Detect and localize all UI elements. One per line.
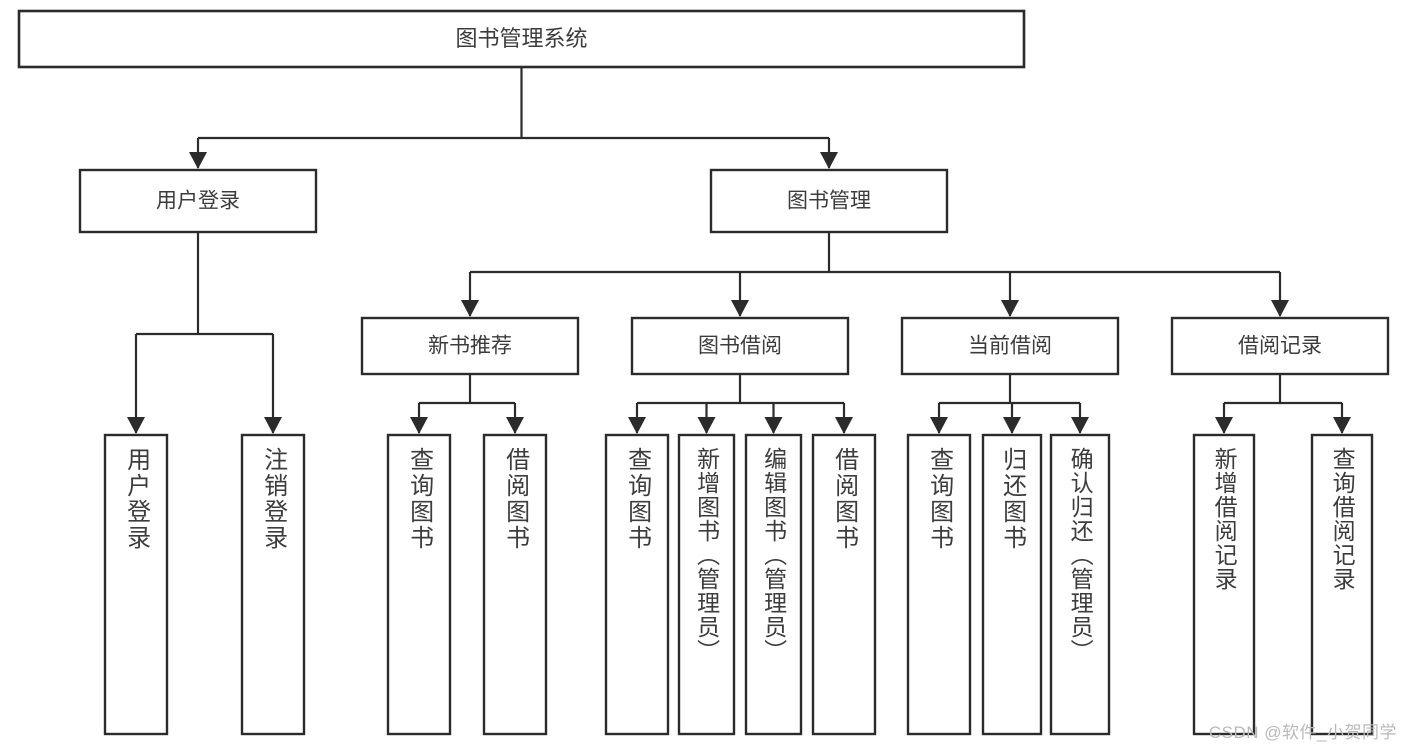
level1-node-用户登录-0-label-0: 用户登录 xyxy=(156,190,240,213)
arrow-head-icon xyxy=(461,300,479,317)
root-node-box-0[interactable] xyxy=(17,9,1026,69)
level2-node-box-借阅记录-3-3[interactable] xyxy=(1170,316,1390,376)
level1-node-box-用户登录-0-0[interactable] xyxy=(78,168,318,234)
leaf-node-box-注销登录-1[interactable] xyxy=(240,433,306,736)
arrow-head-icon xyxy=(189,152,207,169)
connectors-layer xyxy=(127,67,1351,434)
arrow-head-icon xyxy=(506,417,524,434)
leaf-node-box-查询图书-2[interactable] xyxy=(386,433,452,736)
arrow-head-icon xyxy=(697,417,716,434)
arrow-head-icon xyxy=(820,152,838,169)
level2-node-新书推荐-0-label-0: 新书推荐 xyxy=(428,335,512,358)
arrow-head-icon xyxy=(764,417,783,434)
arrow-head-icon xyxy=(410,417,428,434)
arrow-head-icon xyxy=(1003,417,1021,434)
root-node-label-0: 图书管理系统 xyxy=(455,26,587,51)
leaf-node-box-新增借阅记录-11[interactable] xyxy=(1192,433,1256,736)
leaf-node-box-查询图书-8[interactable] xyxy=(906,433,972,736)
arrow-head-icon xyxy=(835,417,853,434)
leaf-node-box-借阅图书-3[interactable] xyxy=(482,433,548,736)
arrow-head-icon xyxy=(1271,300,1289,317)
arrow-head-icon xyxy=(264,417,282,434)
arrow-head-icon xyxy=(1001,300,1019,317)
level2-node-box-图书借阅-1-1[interactable] xyxy=(630,316,850,376)
boxes-layer xyxy=(17,9,1390,736)
watermark: CSDN @软件_小贺同学 xyxy=(1208,723,1397,742)
arrow-head-icon xyxy=(628,417,646,434)
leaf-node-box-确认归还管理员-10[interactable] xyxy=(1049,433,1111,736)
leaf-node-box-编辑图书管理员-6[interactable] xyxy=(744,433,803,736)
leaf-node-box-归还图书-9[interactable] xyxy=(981,433,1043,736)
leaf-node-box-借阅图书-7[interactable] xyxy=(811,433,877,736)
level2-node-借阅记录-3-label-3: 借阅记录 xyxy=(1238,335,1322,358)
level2-node-box-新书推荐-0-0[interactable] xyxy=(360,316,580,376)
arrow-head-icon xyxy=(731,300,749,317)
arrow-head-icon xyxy=(930,417,948,434)
arrow-head-icon xyxy=(1333,417,1351,434)
leaf-node-box-查询图书-4[interactable] xyxy=(604,433,670,736)
level2-node-box-当前借阅-2-2[interactable] xyxy=(900,316,1120,376)
arrow-head-icon xyxy=(1215,417,1233,434)
leaf-node-box-用户登录-0[interactable] xyxy=(103,433,169,736)
level2-node-图书借阅-1-label-1: 图书借阅 xyxy=(698,335,782,358)
leaf-node-box-查询借阅记录-12[interactable] xyxy=(1310,433,1374,736)
arrow-head-icon xyxy=(127,417,145,434)
level1-node-box-图书管理-1-1[interactable] xyxy=(709,168,949,234)
arrow-head-icon xyxy=(1071,417,1089,434)
level1-node-图书管理-1-label-1: 图书管理 xyxy=(787,190,871,213)
leaf-node-box-新增图书管理员-5[interactable] xyxy=(677,433,736,736)
level2-node-当前借阅-2-label-2: 当前借阅 xyxy=(968,335,1052,358)
